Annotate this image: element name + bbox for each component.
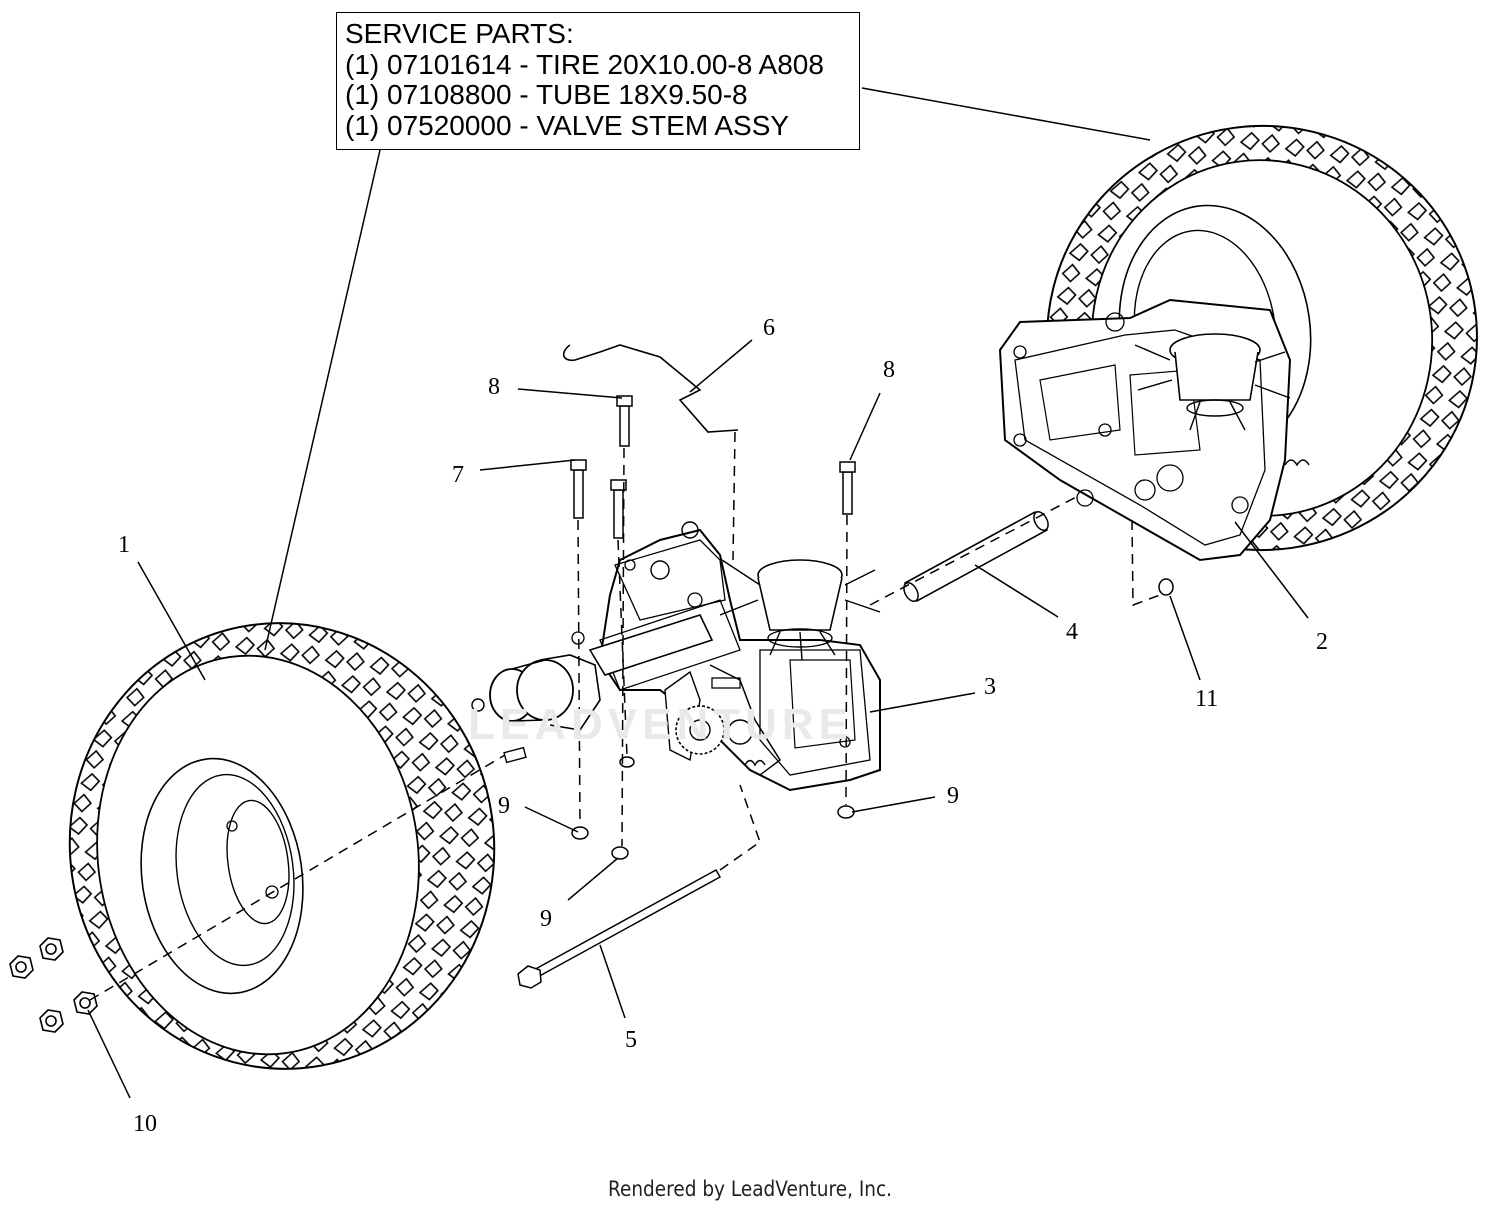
callout-3: 3 <box>984 674 996 700</box>
service-parts-box: SERVICE PARTS: (1) 07101614 - TIRE 20X10… <box>336 12 860 150</box>
callout-8-left: 8 <box>488 374 500 400</box>
long-bolt <box>517 868 722 989</box>
lug-nuts <box>9 937 98 1033</box>
center-transaxle <box>471 521 881 792</box>
watermark: LEADVENTURE <box>468 700 854 749</box>
left-tire <box>68 622 496 1070</box>
callout-10: 10 <box>133 1111 157 1137</box>
callout-9-b: 9 <box>540 906 552 932</box>
linkage-rod <box>562 344 739 433</box>
service-parts-heading: SERVICE PARTS: <box>345 18 574 49</box>
callout-5: 5 <box>625 1027 637 1053</box>
callout-1: 1 <box>118 532 130 558</box>
footer-credit: Rendered by LeadVenture, Inc. <box>607 1177 893 1201</box>
bolts <box>570 395 856 539</box>
callout-8-right: 8 <box>883 357 895 383</box>
callout-9-c: 9 <box>947 783 959 809</box>
spacer-tube <box>903 510 1049 603</box>
right-transaxle-housing <box>998 298 1310 562</box>
callout-7: 7 <box>452 462 464 488</box>
callout-4: 4 <box>1066 619 1078 645</box>
leader-lines <box>87 87 1309 1099</box>
service-part-valve-stem: (1) 07520000 - VALVE STEM ASSY <box>345 109 790 141</box>
nuts <box>571 578 1174 860</box>
service-part-tube: (1) 07108800 - TUBE 18X9.50-8 <box>345 79 748 110</box>
alignment-lines <box>89 431 1161 1001</box>
callout-9-a: 9 <box>498 793 510 819</box>
callout-2: 2 <box>1316 629 1328 655</box>
service-part-tire: (1) 07101614 - TIRE 20X10.00-8 A808 <box>345 48 824 80</box>
callout-6: 6 <box>763 315 775 341</box>
callout-11: 11 <box>1195 686 1219 712</box>
